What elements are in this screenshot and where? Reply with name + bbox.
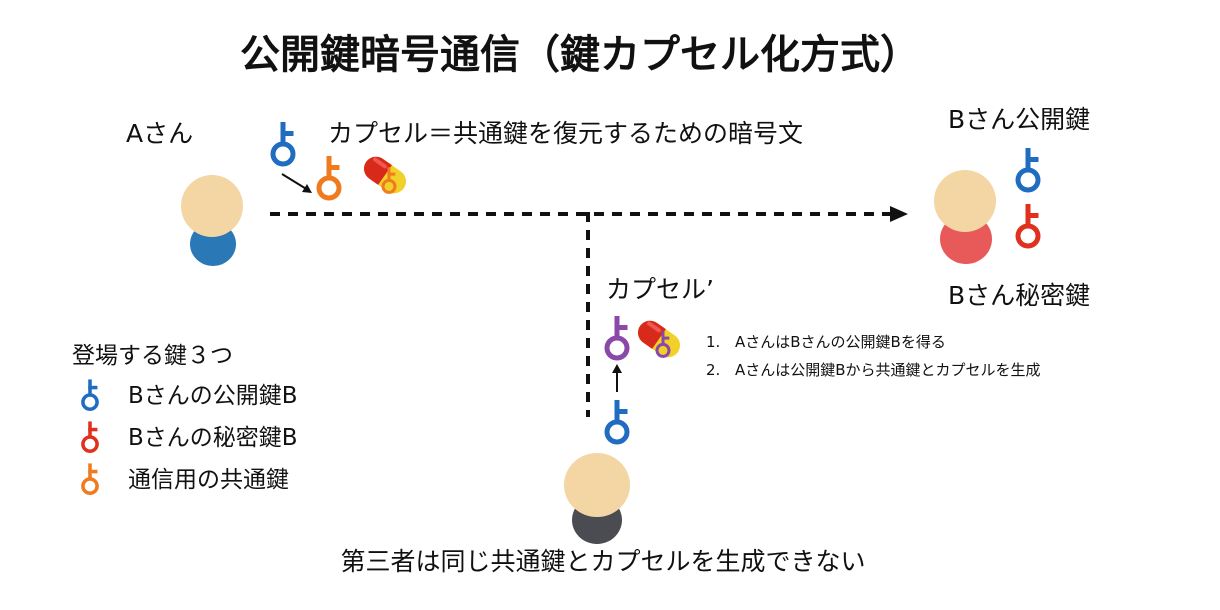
- step-text: Aさんは公開鍵Bから共通鍵とカプセルを生成: [735, 361, 1041, 379]
- legend-private-key-icon: [79, 420, 101, 454]
- b-private-key-label: Bさん秘密鍵: [948, 281, 1091, 310]
- step-text: AさんはBさんの公開鍵Bを得る: [735, 333, 946, 351]
- capsule-caption: カプセル＝共通鍵を復元するための暗号文: [328, 119, 804, 148]
- capsule-icon: [360, 152, 410, 198]
- step-2: 2. Aさんは公開鍵Bから共通鍵とカプセルを生成: [706, 359, 1041, 380]
- step-number: 1.: [706, 333, 721, 351]
- legend-public-key-icon: [79, 378, 101, 412]
- eavesdrop-line: [586, 212, 590, 417]
- step-number: 2.: [706, 361, 721, 379]
- legend-shared-key-icon: [79, 462, 101, 496]
- arrow-icon: [281, 173, 312, 193]
- transfer-arrow: [270, 206, 908, 222]
- person-a-head: [181, 175, 243, 237]
- legend-title: 登場する鍵３つ: [72, 343, 233, 369]
- fake-capsule-icon: [634, 316, 684, 362]
- third-party-head: [564, 453, 630, 517]
- b-public-key-label: Bさん公開鍵: [948, 105, 1091, 134]
- step-1: 1. AさんはBさんの公開鍵Bを得る: [706, 331, 946, 352]
- person-a-label: Aさん: [126, 119, 194, 148]
- page-title: 公開鍵暗号通信（鍵カプセル化方式）: [240, 32, 920, 78]
- key-legend: 登場する鍵３つ: [72, 336, 233, 370]
- public-key-copy-icon: [602, 398, 632, 446]
- shared-key-icon: [314, 154, 344, 202]
- b-private-key-icon: [1013, 202, 1043, 250]
- public-key-icon: [268, 120, 298, 168]
- fake-capsule-label: カプセル’: [606, 275, 714, 304]
- fake-key-icon: [602, 314, 632, 362]
- third-party-caption: 第三者は同じ共通鍵とカプセルを生成できない: [340, 547, 866, 576]
- legend-item-label: Bさんの秘密鍵B: [128, 425, 298, 451]
- legend-item-label: 通信用の共通鍵: [128, 467, 289, 493]
- b-public-key-icon: [1013, 146, 1043, 194]
- legend-item-label: Bさんの公開鍵B: [128, 383, 298, 409]
- person-b-head: [934, 170, 996, 232]
- arrow-up-icon: [612, 364, 622, 392]
